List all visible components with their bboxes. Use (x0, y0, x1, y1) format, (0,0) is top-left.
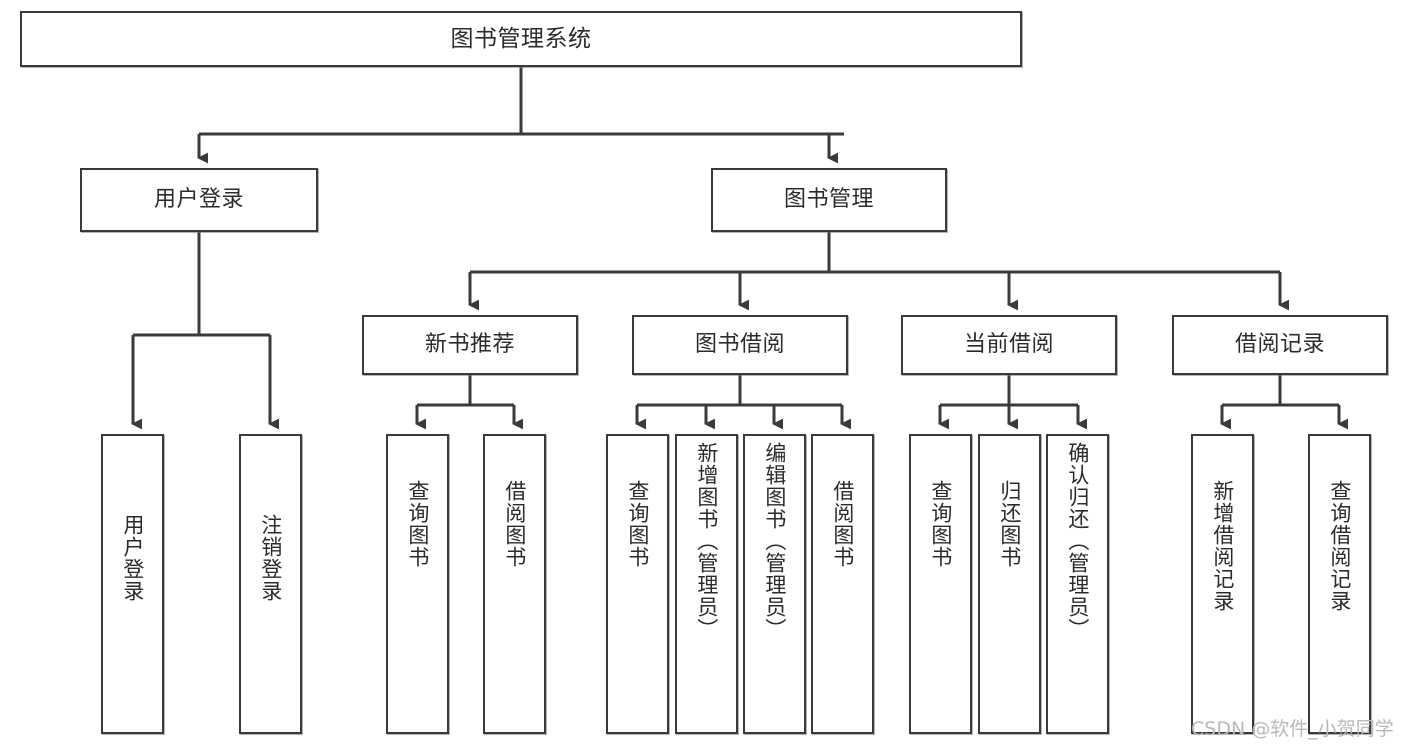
node-book-management[interactable]: 图书管理 (711, 168, 947, 232)
node-label: 新增图书（管理员） (694, 442, 719, 640)
node-leaf-confirm-return-admin[interactable]: 确认归还（管理员） (1046, 434, 1109, 734)
node-label: 图书借阅 (694, 332, 785, 358)
node-label: 查询图书 (625, 480, 650, 568)
node-leaf-edit-book-admin[interactable]: 编辑图书（管理员） (743, 434, 806, 734)
node-label: 借阅记录 (1234, 332, 1325, 358)
node-label: 注销登录 (258, 514, 283, 602)
node-borrow-record[interactable]: 借阅记录 (1172, 315, 1388, 375)
node-leaf-return-books[interactable]: 归还图书 (978, 434, 1041, 734)
node-root-library-system[interactable]: 图书管理系统 (20, 11, 1022, 67)
node-label: 图书管理系统 (450, 25, 592, 52)
node-label: 借阅图书 (502, 480, 527, 568)
node-leaf-borrow-books-newbook[interactable]: 借阅图书 (483, 434, 546, 734)
node-leaf-borrow-books[interactable]: 借阅图书 (811, 434, 874, 734)
node-leaf-user-login[interactable]: 用户登录 (101, 434, 164, 734)
node-leaf-query-books-newbook[interactable]: 查询图书 (386, 434, 449, 734)
node-leaf-add-borrow-record[interactable]: 新增借阅记录 (1191, 434, 1254, 734)
node-leaf-query-borrow-record[interactable]: 查询借阅记录 (1308, 434, 1371, 734)
node-label: 借阅图书 (830, 480, 855, 568)
node-leaf-logout[interactable]: 注销登录 (239, 434, 302, 734)
node-label: 图书管理 (783, 187, 874, 213)
node-label: 查询图书 (928, 480, 953, 568)
node-label: 用户登录 (153, 187, 244, 213)
node-label: 查询图书 (405, 480, 430, 568)
node-current-borrow[interactable]: 当前借阅 (901, 315, 1117, 375)
node-leaf-query-books-current[interactable]: 查询图书 (909, 434, 972, 734)
node-label: 确认归还（管理员） (1065, 442, 1090, 640)
node-leaf-query-books[interactable]: 查询图书 (606, 434, 669, 734)
node-label: 新增借阅记录 (1210, 480, 1235, 612)
node-new-book-recommend[interactable]: 新书推荐 (362, 315, 578, 375)
node-label: 查询借阅记录 (1327, 480, 1352, 612)
node-label: 编辑图书（管理员） (762, 442, 787, 640)
node-user-login[interactable]: 用户登录 (80, 168, 318, 232)
watermark-text: CSDN @软件_小贺同学 (1191, 718, 1394, 740)
node-leaf-add-book-admin[interactable]: 新增图书（管理员） (675, 434, 738, 734)
node-label: 当前借阅 (963, 332, 1054, 358)
node-label: 归还图书 (997, 480, 1022, 568)
node-book-borrow[interactable]: 图书借阅 (632, 315, 848, 375)
node-label: 用户登录 (120, 514, 145, 602)
node-label: 新书推荐 (424, 332, 515, 358)
